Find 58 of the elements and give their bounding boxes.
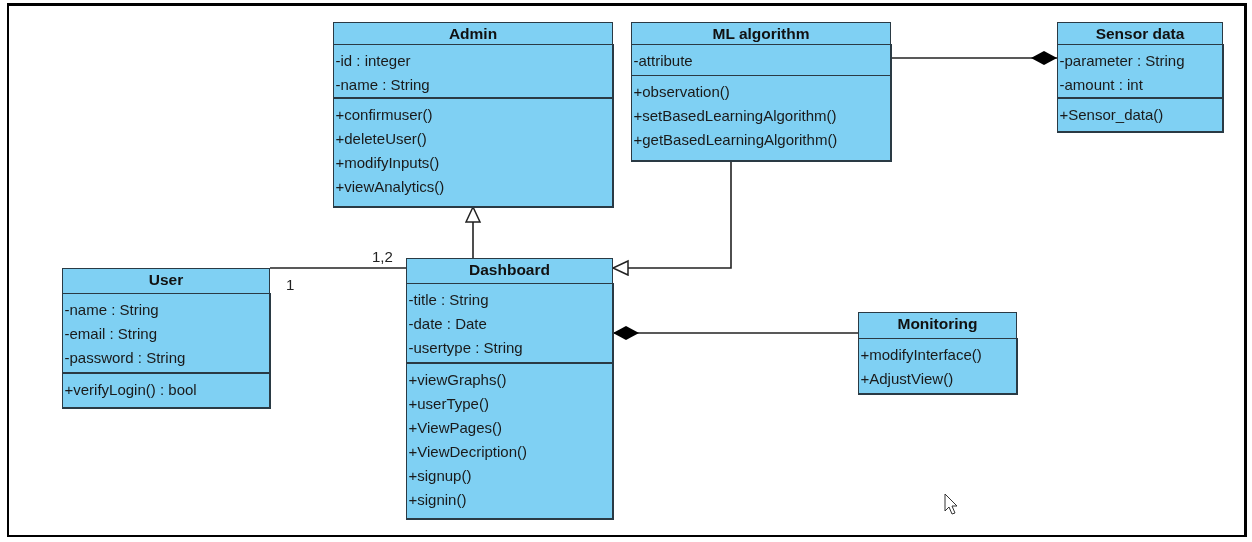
class-compartment [332,98,614,208]
class-name: ML algorithm [711,25,811,43]
member-text: +viewAnalytics() [335,177,445,197]
member-text: +modifyInputs() [335,153,440,173]
member-text: -date : Date [408,314,487,334]
member-text: +deleteUser() [335,129,427,149]
class-name: User [147,271,185,289]
member-text: +setBasedLearningAlgorithm() [633,106,837,126]
member-text: -parameter : String [1059,51,1185,71]
generalization-arrow [465,206,481,259]
generalization-arrow [612,160,732,276]
class-name: Monitoring [896,315,979,333]
member-text: +Sensor_data() [1059,105,1164,125]
class-compartment [630,44,892,76]
class-box [62,268,270,408]
member-text: +signup() [408,466,472,486]
class-box [406,258,613,519]
member-text: -password : String [64,348,186,368]
composition-line [612,326,859,340]
class-name: Sensor data [1094,25,1186,43]
class-compartment [332,44,614,98]
member-text: -id : integer [335,51,411,71]
member-text: -usertype : String [408,338,523,358]
member-text: -attribute [633,51,693,71]
member-text: +getBasedLearningAlgorithm() [633,130,838,150]
member-text: -name : String [335,75,430,95]
member-text: -amount : int [1059,75,1143,95]
member-text: +observation() [633,82,730,102]
class-box [631,22,891,161]
class-compartment [405,363,614,520]
class-compartment [1056,44,1224,98]
association-line [269,267,407,269]
member-text: -title : String [408,290,489,310]
member-text: +viewGraphs() [408,370,507,390]
class-compartment [61,293,271,373]
class-compartment [61,373,271,409]
composition-line [890,51,1058,65]
member-text: +AdjustView() [860,369,954,389]
member-text: -name : String [64,300,159,320]
class-box [333,22,613,207]
multiplicity-label: 1 [286,276,295,293]
class-compartment [857,338,1018,395]
class-compartment [630,75,892,162]
class-box [858,312,1017,394]
member-text: +ViewPages() [408,418,503,438]
member-text: +ViewDecription() [408,442,528,462]
member-text: +modifyInterface() [860,345,982,365]
member-text: +verifyLogin() : bool [64,380,197,400]
class-name: Dashboard [468,261,551,279]
class-compartment [1056,98,1224,133]
member-text: +userType() [408,394,489,414]
multiplicity-label: 1,2 [372,248,393,265]
member-text: +confirmuser() [335,105,433,125]
member-text: -email : String [64,324,158,344]
member-text: +signin() [408,490,467,510]
class-box [1057,22,1223,132]
class-name: Admin [447,25,499,43]
class-compartment [405,283,614,363]
